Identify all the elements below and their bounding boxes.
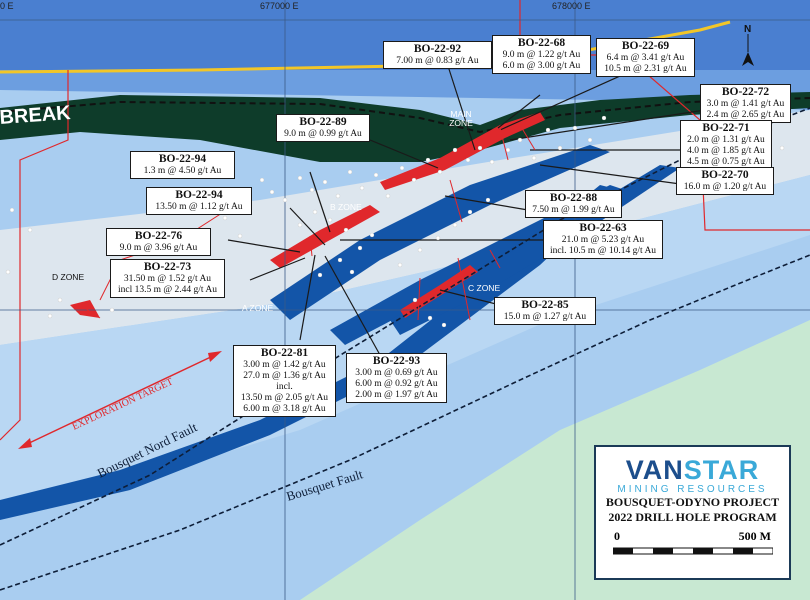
blue-lens-1	[0, 185, 620, 520]
callout-line: incl. 10.5 m @ 10.14 g/t Au	[549, 246, 657, 257]
vanstar-logo: VANSTAR	[596, 455, 789, 486]
drill-traces	[79, 124, 536, 321]
callout-line: 9.0 m @ 1.22 g/t Au	[502, 50, 581, 61]
callout-line: 21.0 m @ 5.23 g/t Au	[561, 235, 645, 246]
callout-line: 6.00 m @ 0.92 g/t Au	[355, 379, 438, 390]
zone-label-a: A ZONE	[242, 303, 274, 313]
callout-bo-22-88[interactable]: BO-22-88 7.50 m @ 1.99 g/t Au	[525, 190, 622, 219]
callout-line: 15.0 m @ 1.27 g/t Au	[503, 312, 587, 323]
callout-line: 9.0 m @ 0.99 g/t Au	[284, 129, 362, 140]
callout-bo-22-94-b[interactable]: BO-22-94 13.50 m @ 1.12 g/t Au	[146, 187, 252, 216]
callout-hole: BO-22-94	[175, 189, 223, 201]
callout-line: 4.5 m @ 0.75 g/t Au	[687, 157, 765, 168]
callout-bo-22-73[interactable]: BO-22-73 31.50 m @ 1.52 g/t Au incl 13.5…	[110, 259, 225, 299]
callout-bo-22-71[interactable]: BO-22-71 2.0 m @ 1.31 g/t Au 4.0 m @ 1.8…	[680, 120, 772, 170]
callout-bo-22-63[interactable]: BO-22-63 21.0 m @ 5.23 g/t Au incl. 10.5…	[543, 220, 663, 260]
exploration-target-arrow	[24, 354, 216, 446]
callout-hole: BO-22-63	[579, 222, 627, 234]
coord-678000: 678000 E	[552, 1, 591, 11]
callout-line: 6.4 m @ 3.41 g/t Au	[606, 53, 685, 64]
callout-line: 6.0 m @ 3.00 g/t Au	[502, 61, 581, 72]
callout-hole: BO-22-71	[702, 122, 750, 134]
leader-lines	[227, 65, 711, 356]
callout-bo-22-92[interactable]: BO-22-92 7.00 m @ 0.83 g/t Au	[383, 41, 492, 70]
north-label: N	[744, 24, 751, 35]
drill-collars	[5, 115, 785, 328]
zone-label-b: B ZONE	[330, 202, 362, 212]
callout-bo-22-85[interactable]: BO-22-85 15.0 m @ 1.27 g/t Au	[494, 297, 596, 326]
project-title: BOUSQUET-ODYNO PROJECT	[605, 495, 780, 509]
callout-bo-22-81[interactable]: BO-22-81 3.00 m @ 1.42 g/t Au 27.0 m @ 1…	[233, 345, 336, 417]
callout-hole: BO-22-70	[701, 169, 749, 181]
blue-lens-2	[270, 145, 610, 320]
bousquet-fault	[0, 254, 810, 591]
program-title: 2022 DRILL HOLE PROGRAM	[608, 510, 777, 524]
scale-end: 500 M	[738, 529, 771, 543]
callout-hole: BO-22-94	[158, 153, 207, 165]
callout-bo-22-94-a[interactable]: BO-22-94 1.3 m @ 4.50 g/t Au	[130, 151, 235, 180]
break-trace	[0, 97, 810, 134]
scale-labels: 0 500 M	[610, 529, 775, 545]
callout-hole: BO-22-92	[413, 43, 462, 55]
callout-line: 27.0 m @ 1.36 g/t Au	[243, 371, 326, 382]
callout-line: 2.0 m @ 1.31 g/t Au	[687, 135, 765, 146]
property-boundary-1	[0, 70, 69, 441]
red-zone-c	[400, 265, 478, 318]
red-zone-b	[270, 205, 380, 268]
callout-line: 7.50 m @ 1.99 g/t Au	[532, 205, 615, 216]
callout-line: 2.00 m @ 1.97 g/t Au	[355, 390, 438, 401]
red-zone-main	[380, 112, 545, 190]
callout-hole: BO-22-85	[521, 299, 569, 311]
zone-label-main: MAIN ZONE	[449, 109, 473, 129]
arrow-head-right	[208, 351, 222, 362]
callout-bo-22-69[interactable]: BO-22-69 6.4 m @ 3.41 g/t Au 10.5 m @ 2.…	[596, 38, 695, 78]
scale-bar	[612, 547, 773, 555]
callout-line: 4.0 m @ 1.85 g/t Au	[687, 146, 765, 157]
coord-left: 0 E	[0, 1, 14, 11]
callout-line: incl 13.5 m @ 2.44 g/t Au	[118, 285, 217, 296]
callout-line: 1.3 m @ 4.50 g/t Au	[143, 166, 222, 177]
callout-hole: BO-22-73	[143, 261, 192, 273]
callout-line: 31.50 m @ 1.52 g/t Au	[123, 274, 212, 285]
callout-line: 10.5 m @ 2.31 g/t Au	[604, 64, 687, 75]
callout-bo-22-70[interactable]: BO-22-70 16.0 m @ 1.20 g/t Au	[676, 167, 774, 196]
callout-hole: BO-22-68	[517, 37, 566, 49]
title-block: VANSTAR MINING RESOURCES BOUSQUET-ODYNO …	[594, 445, 791, 580]
logo-part-1: VAN	[625, 455, 684, 485]
callout-line: 7.00 m @ 0.83 g/t Au	[396, 56, 479, 67]
north-arrow	[742, 52, 754, 66]
logo-part-2: STAR	[683, 455, 760, 485]
scale-start: 0	[614, 529, 620, 543]
callout-line: 13.50 m @ 2.05 g/t Au	[240, 392, 329, 403]
callout-bo-22-89[interactable]: BO-22-89 9.0 m @ 0.99 g/t Au	[276, 114, 370, 143]
callout-hole: BO-22-69	[621, 40, 670, 52]
arrow-head-left	[18, 438, 32, 449]
callout-line: 3.00 m @ 0.69 g/t Au	[355, 368, 438, 379]
break-label: BREAK	[0, 102, 72, 129]
callout-bo-22-68[interactable]: BO-22-68 9.0 m @ 1.22 g/t Au 6.0 m @ 3.0…	[492, 35, 591, 75]
callout-bo-22-76[interactable]: BO-22-76 9.0 m @ 3.96 g/t Au	[106, 228, 211, 257]
zone-label-c: C ZONE	[468, 283, 501, 293]
callout-bo-22-93[interactable]: BO-22-93 3.00 m @ 0.69 g/t Au 6.00 m @ 0…	[346, 353, 447, 403]
callout-hole: BO-22-81	[260, 347, 309, 359]
callout-line: 9.0 m @ 3.96 g/t Au	[119, 243, 198, 254]
callout-line: 16.0 m @ 1.20 g/t Au	[683, 182, 767, 193]
callout-line: 2.4 m @ 2.65 g/t Au	[706, 110, 785, 121]
coord-677000: 677000 E	[260, 1, 299, 11]
callout-hole: BO-22-76	[134, 230, 183, 242]
zone-label-d: D ZONE	[52, 272, 85, 282]
callout-line: 3.00 m @ 1.42 g/t Au	[243, 360, 326, 371]
callout-bo-22-72[interactable]: BO-22-72 3.0 m @ 1.41 g/t Au 2.4 m @ 2.6…	[700, 84, 791, 124]
callout-line: 3.0 m @ 1.41 g/t Au	[706, 99, 785, 110]
callout-line: incl.	[276, 382, 293, 393]
callout-hole: BO-22-72	[721, 86, 770, 98]
callout-hole: BO-22-89	[299, 116, 347, 128]
callout-line: 13.50 m @ 1.12 g/t Au	[155, 202, 243, 213]
callout-hole: BO-22-88	[549, 192, 598, 204]
logo-subtitle: MINING RESOURCES	[617, 484, 768, 495]
callout-line: 6.00 m @ 3.18 g/t Au	[243, 403, 326, 414]
callout-hole: BO-22-93	[372, 355, 421, 367]
